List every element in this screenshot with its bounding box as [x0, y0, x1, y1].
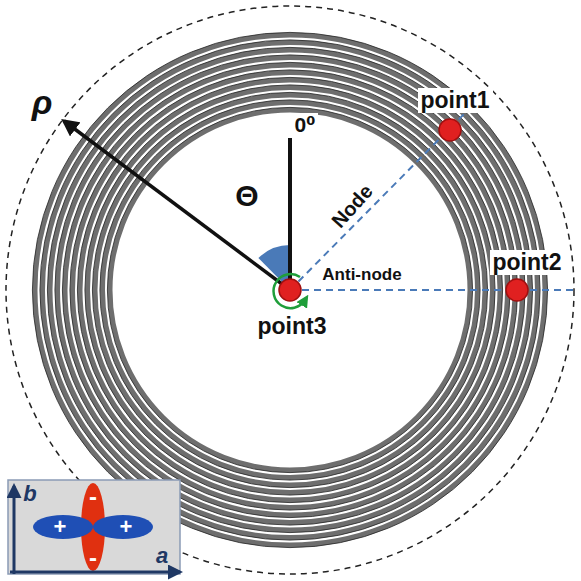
node-label: Node [325, 178, 379, 234]
sign-label: - [89, 546, 97, 570]
grating-ring-edge [70, 70, 510, 510]
grating-ring-edge [85, 85, 495, 495]
antinode-line [290, 289, 578, 291]
sign-label: + [54, 516, 67, 538]
sign-label: - [89, 485, 97, 509]
positive-lobe [33, 515, 93, 539]
point-label: point2 [490, 250, 565, 275]
rotation-arrow [274, 274, 305, 308]
grating-ring [35, 35, 545, 545]
inset-panel [8, 480, 180, 574]
point-label: point1 [418, 88, 493, 113]
radius-arrow [64, 121, 290, 290]
axis-label: b [23, 483, 36, 505]
grating-ring-edge [107, 107, 472, 472]
node-line [290, 108, 470, 290]
positive-lobe [93, 515, 153, 539]
point-dot [506, 279, 528, 301]
rho-symbol: ρ [29, 84, 56, 120]
grating-ring-edge [40, 40, 540, 540]
axis-label: a [156, 545, 168, 567]
theta-symbol: Θ [232, 180, 261, 212]
point-dot [439, 119, 461, 141]
sign-label: + [120, 516, 133, 538]
point-dot [279, 279, 301, 301]
zero-line [288, 138, 292, 290]
angle-zero-label: 0⁰ [292, 113, 319, 136]
grating-ring [88, 88, 493, 493]
antinode-label: Anti-node [319, 265, 404, 284]
grating-ring [103, 103, 478, 478]
point-label: point3 [255, 314, 330, 339]
grating-ring [73, 73, 508, 508]
a-axis [10, 571, 180, 574]
b-axis [13, 486, 16, 574]
grating-ring-edge [55, 55, 525, 525]
